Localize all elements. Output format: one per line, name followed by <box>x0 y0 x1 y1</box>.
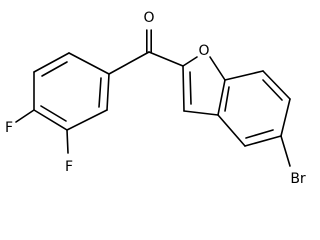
phenyl-bond-1 <box>68 52 110 75</box>
benzo-double-bond-1 <box>262 79 283 101</box>
bromine-bond <box>280 135 291 167</box>
phenyl-double-bond-3 <box>98 77 102 108</box>
furan-bond-o-c7a <box>209 56 226 81</box>
furan-bond-c7a-c3a <box>217 79 226 116</box>
carbonyl-oxygen-label: O <box>143 10 154 26</box>
benzo-double-bond-2 <box>245 129 274 139</box>
furan-bond-c2-o <box>182 56 198 67</box>
carbonyl-group <box>108 29 184 75</box>
phenyl-double-bond-2 <box>40 105 67 122</box>
furan-bond-c3a-c3 <box>183 110 219 116</box>
benzo-double-bond-3 <box>224 86 230 112</box>
phenyl-bond-5 <box>66 109 108 131</box>
furan-double-bond <box>189 71 192 105</box>
carbonyl-to-aryl-bond <box>108 51 150 75</box>
carbonyl-to-furan-bond <box>148 51 184 67</box>
phenyl-bond-4 <box>33 109 68 131</box>
benzo-bond-4 <box>244 135 282 147</box>
fluorine-meta-bond <box>66 129 69 154</box>
fluorine-meta-label: F <box>65 159 73 175</box>
molecule-structure: O O Br F F <box>5 10 306 187</box>
benzo-bond-3 <box>280 98 291 137</box>
bromine-label: Br <box>290 171 306 187</box>
benzo-bond-5 <box>217 114 246 147</box>
furan-bond-c3-c2 <box>182 65 185 112</box>
difluorophenyl-ring <box>15 52 110 154</box>
benzofuran-ring <box>182 56 291 167</box>
phenyl-double-bond-1 <box>41 61 68 77</box>
benzo-bond-2 <box>262 70 291 100</box>
phenyl-bond-6 <box>106 73 110 111</box>
phenyl-bond-2 <box>33 52 70 73</box>
benzo-bond-1 <box>224 70 264 81</box>
furan-oxygen-label: O <box>198 43 209 59</box>
fluorine-para-bond <box>15 109 35 123</box>
fluorine-para-label: F <box>5 120 13 136</box>
